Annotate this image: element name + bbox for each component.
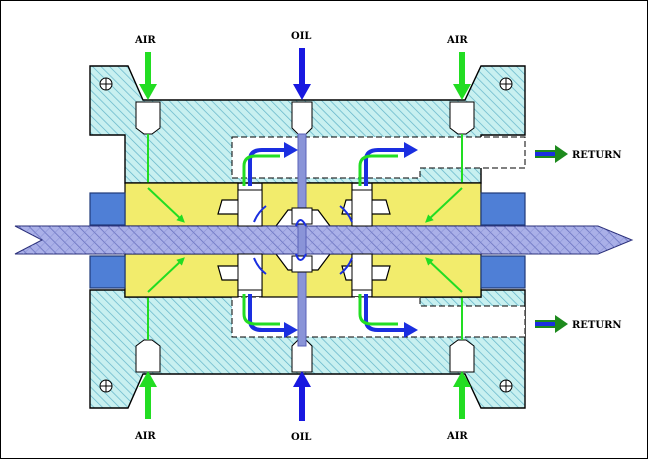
oil-flow-arrowheads	[284, 142, 418, 338]
seal-cavities	[237, 189, 373, 291]
bolt-hole-icon	[99, 77, 513, 393]
ports-bottom	[135, 339, 475, 373]
label-air-top-right: AIR	[446, 35, 468, 46]
air-flow-inner	[242, 154, 398, 326]
label-air-top-left: AIR	[134, 35, 156, 46]
air-inlet-arrow-icon	[139, 52, 471, 419]
seal-ring-bottom	[124, 253, 482, 298]
label-return-bottom: RETURN	[572, 320, 622, 331]
label-oil-top: OIL	[291, 31, 311, 42]
oil-inlet-arrow-icon	[293, 48, 311, 421]
label-air-bottom-left: AIR	[134, 431, 156, 442]
label-oil-bottom: OIL	[291, 432, 311, 443]
label-air-bottom-right: AIR	[446, 431, 468, 442]
oil-flow-arrows	[248, 148, 406, 332]
air-jets	[147, 187, 463, 293]
oil-passage	[291, 133, 313, 347]
air-passages	[147, 134, 463, 340]
oil-jets	[253, 205, 353, 275]
return-arrow-icon	[535, 145, 568, 333]
rotating-shaft	[14, 225, 634, 255]
ports-top	[135, 101, 475, 135]
end-seals	[89, 192, 526, 289]
label-return-top: RETURN	[572, 150, 622, 161]
